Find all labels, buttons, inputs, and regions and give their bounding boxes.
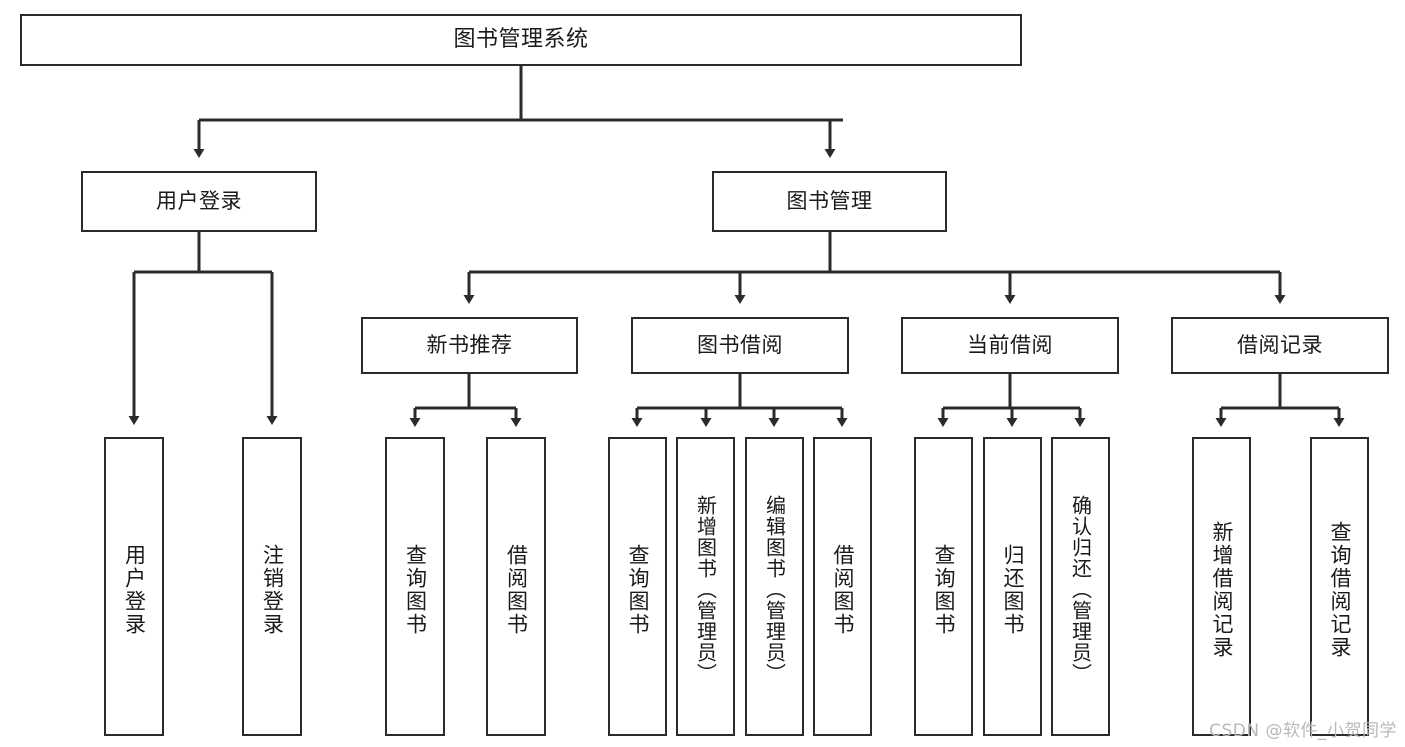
leaf-borrow-book[interactable]: 借阅图书 <box>813 437 872 736</box>
node-book-management[interactable]: 图书管理 <box>712 171 947 232</box>
leaf-user-login-label: 用户登录 <box>122 543 147 636</box>
csdn-watermark: CSDN @软件_小贺同学 <box>1209 721 1397 741</box>
leaf-add-borrow-record[interactable]: 新增借阅记录 <box>1192 437 1251 736</box>
leaf-edit-book-label: 编辑图书（管理员） <box>762 495 787 684</box>
leaf-confirm-return-label: 确认归还（管理员） <box>1068 495 1093 684</box>
leaf-query-book-recommend[interactable]: 查询图书 <box>385 437 445 736</box>
leaf-borrow-book-recommend-label: 借阅图书 <box>504 543 529 636</box>
node-borrow-records-label: 借阅记录 <box>1237 333 1323 358</box>
node-book-borrow-label: 图书借阅 <box>697 333 783 358</box>
leaf-query-book-borrow[interactable]: 查询图书 <box>608 437 667 736</box>
node-root-label: 图书管理系统 <box>453 27 589 53</box>
leaf-add-book[interactable]: 新增图书（管理员） <box>676 437 735 736</box>
node-borrow-records[interactable]: 借阅记录 <box>1171 317 1389 374</box>
leaf-query-borrow-record[interactable]: 查询借阅记录 <box>1310 437 1369 736</box>
leaf-return-book-label: 归还图书 <box>1001 543 1025 636</box>
leaf-logout-label: 注销登录 <box>260 543 285 636</box>
leaf-return-book[interactable]: 归还图书 <box>983 437 1042 736</box>
leaf-add-book-label: 新增图书（管理员） <box>693 495 718 684</box>
node-user-login-label: 用户登录 <box>156 189 242 214</box>
leaf-logout[interactable]: 注销登录 <box>242 437 302 736</box>
leaf-query-book-current-label: 查询图书 <box>932 543 956 636</box>
node-new-book-recommend[interactable]: 新书推荐 <box>361 317 578 374</box>
leaf-edit-book[interactable]: 编辑图书（管理员） <box>745 437 804 736</box>
leaf-borrow-book-label: 借阅图书 <box>831 543 855 636</box>
node-current-borrow-label: 当前借阅 <box>967 333 1053 358</box>
leaf-query-book-borrow-label: 查询图书 <box>626 543 650 636</box>
node-new-book-recommend-label: 新书推荐 <box>426 333 513 358</box>
leaf-query-book-current[interactable]: 查询图书 <box>914 437 973 736</box>
leaf-borrow-book-recommend[interactable]: 借阅图书 <box>486 437 546 736</box>
leaf-query-borrow-record-label: 查询借阅记录 <box>1328 520 1352 659</box>
node-current-borrow[interactable]: 当前借阅 <box>901 317 1119 374</box>
leaf-confirm-return[interactable]: 确认归还（管理员） <box>1051 437 1110 736</box>
node-user-login[interactable]: 用户登录 <box>81 171 317 232</box>
node-root[interactable]: 图书管理系统 <box>20 14 1022 66</box>
node-book-management-label: 图书管理 <box>786 189 873 214</box>
node-book-borrow[interactable]: 图书借阅 <box>631 317 849 374</box>
leaf-add-borrow-record-label: 新增借阅记录 <box>1210 520 1234 659</box>
leaf-user-login[interactable]: 用户登录 <box>104 437 164 736</box>
leaf-query-book-recommend-label: 查询图书 <box>403 543 428 636</box>
